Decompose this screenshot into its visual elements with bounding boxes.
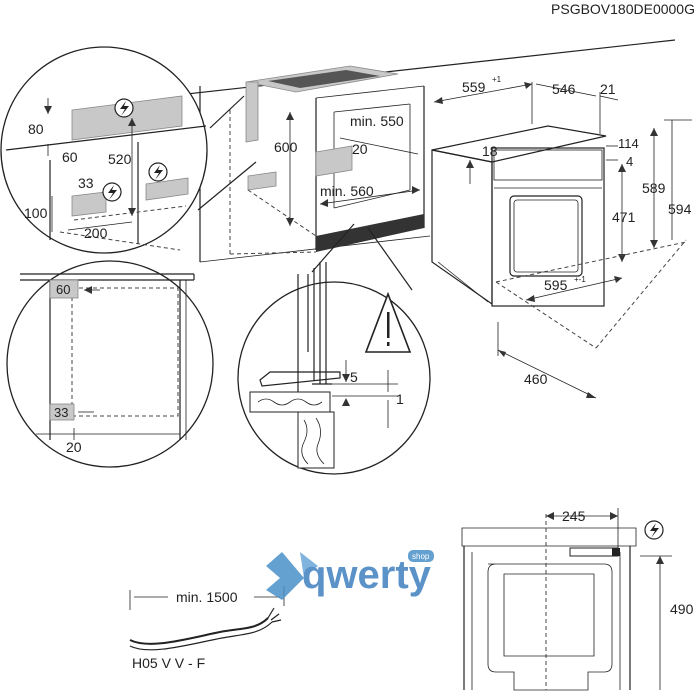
detail-front-side: 20 [66, 439, 82, 455]
detail-h100: 100 [24, 205, 48, 221]
detail-front: 60 33 20 [6, 260, 214, 468]
rear-view: 245 490 [461, 508, 694, 691]
watermark-badge: shop [412, 552, 430, 561]
oven-depth-body: 546 [552, 81, 576, 97]
rear-width: 245 [562, 508, 586, 524]
oven-width: 595 [544, 277, 568, 293]
detail-h520: 520 [108, 151, 132, 167]
cabinet-height: 600 [274, 139, 298, 155]
section-gap1: 1 [396, 391, 404, 407]
cable-min-length: min. 1500 [176, 589, 238, 605]
oven-top-gap: 18 [482, 143, 498, 159]
oven-front: 21 [600, 81, 616, 97]
detail-front-bottom: 33 [54, 405, 68, 420]
oven-door-height: 471 [612, 209, 636, 225]
detail-front-top: 60 [56, 282, 70, 297]
detail-h60: 60 [62, 149, 78, 165]
cable-type: H05 V V - F [132, 655, 205, 671]
detail-h33: 33 [78, 175, 94, 191]
cabinet-depth: min. 550 [350, 113, 404, 129]
rear-height: 490 [670, 601, 694, 617]
oven-depth-bottom: 460 [524, 371, 548, 387]
oven-top-offset: 114 [618, 136, 639, 151]
cabinet-vent: 20 [352, 141, 368, 157]
oven-width-tol: +-1 [574, 275, 586, 284]
cable-drawing: min. 1500 H05 V V - F [129, 586, 285, 671]
detail-section: 5 1 [237, 223, 431, 475]
detail-electrical: 80 60 520 33 100 200 [0, 46, 257, 254]
detail-w200: 200 [84, 225, 108, 241]
cabinet-drawing: 600 min. 550 20 min. 560 [59, 39, 676, 263]
oven-drawing: 18 559 +1 546 21 114 4 471 589 594 [423, 75, 692, 399]
oven-top-step: 4 [626, 154, 633, 169]
cabinet-width: min. 560 [320, 183, 374, 199]
model-code: PSGBOV180DE0000G [551, 1, 695, 17]
detail-h80: 80 [28, 121, 44, 137]
oven-depth-total: 559 [462, 79, 486, 95]
watermark-logo: qwerty shop [266, 550, 434, 600]
section-gap5: 5 [350, 369, 358, 385]
oven-body-height: 589 [642, 180, 666, 196]
oven-total-height: 594 [668, 201, 692, 217]
oven-depth-total-tol: +1 [492, 75, 502, 84]
